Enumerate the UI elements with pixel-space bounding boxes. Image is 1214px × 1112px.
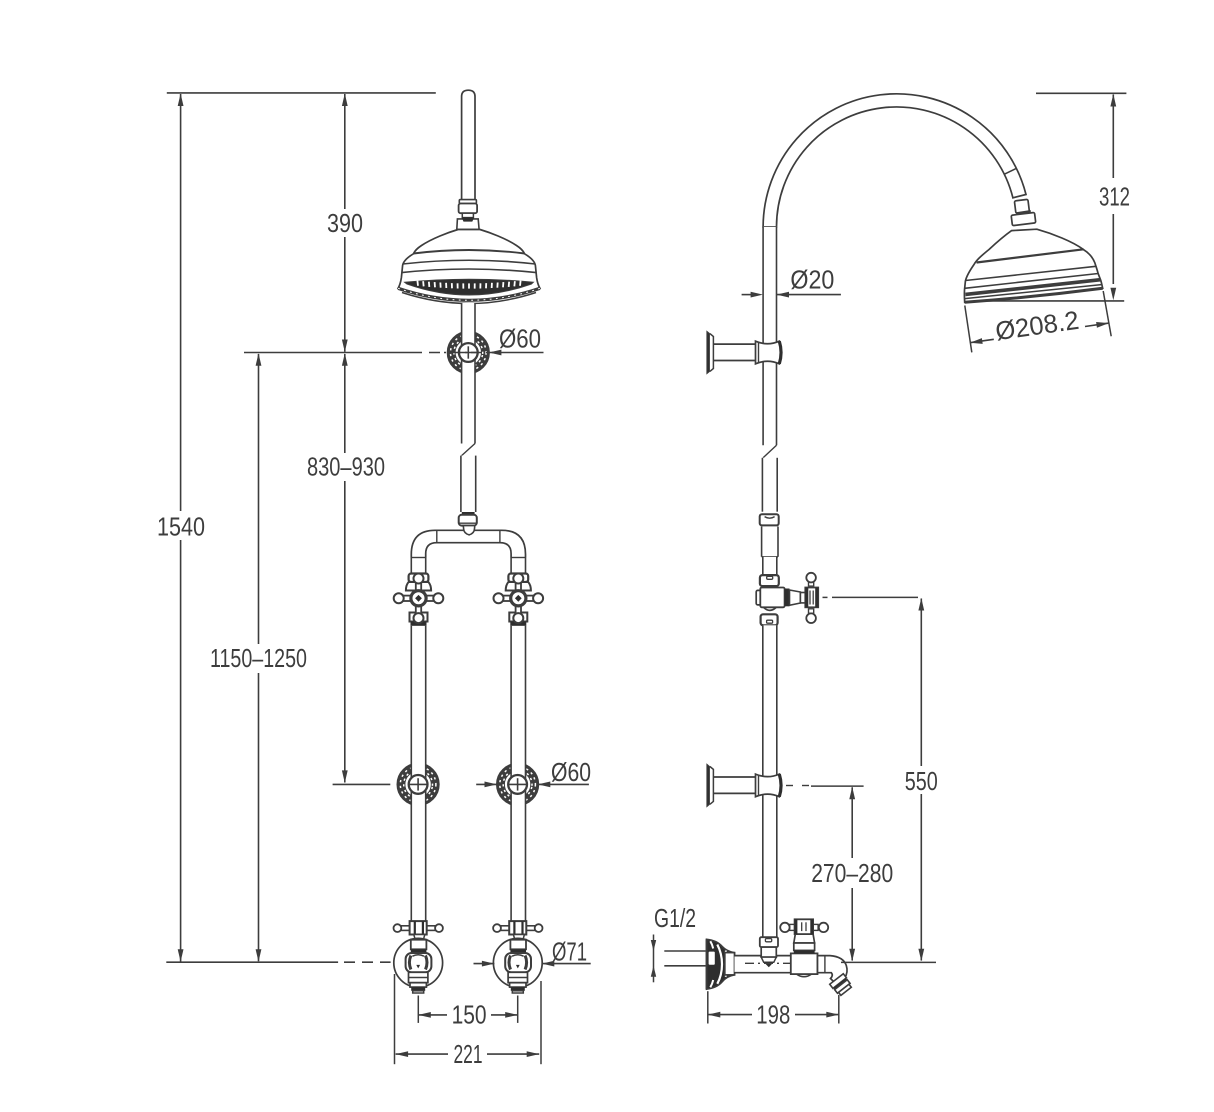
svg-text:Ø60: Ø60	[499, 323, 541, 353]
svg-text:1150–1250: 1150–1250	[210, 643, 307, 673]
svg-text:312: 312	[1099, 182, 1130, 212]
svg-text:1540: 1540	[157, 512, 205, 542]
svg-text:Ø60: Ø60	[551, 757, 591, 787]
svg-text:Ø71: Ø71	[552, 936, 587, 966]
svg-text:390: 390	[327, 208, 363, 238]
svg-text:270–280: 270–280	[811, 858, 893, 888]
svg-text:Ø20: Ø20	[790, 265, 834, 295]
svg-text:G1/2: G1/2	[654, 903, 696, 933]
svg-text:221: 221	[454, 1039, 483, 1069]
svg-text:150: 150	[452, 999, 487, 1029]
svg-text:550: 550	[905, 766, 938, 796]
svg-text:830–930: 830–930	[307, 452, 385, 482]
svg-text:198: 198	[756, 999, 790, 1029]
